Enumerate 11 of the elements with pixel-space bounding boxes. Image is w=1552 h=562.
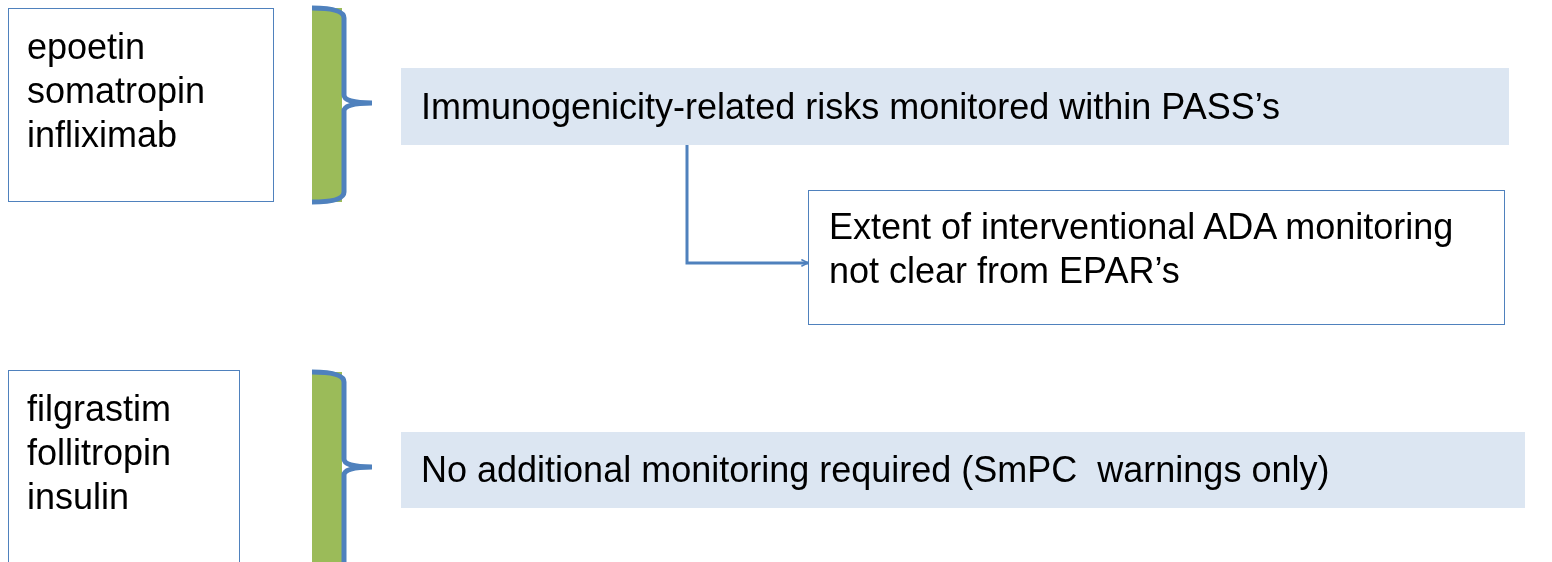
arrow <box>685 145 809 268</box>
node-text: No additional monitoring required (SmPC warnings only) <box>421 448 1330 492</box>
node-text: Immunogenicity-related risks monitored within PASS’s <box>421 84 1280 129</box>
drug-list-box <box>8 8 274 202</box>
node-text: epoetin somatropin infliximab <box>27 26 206 155</box>
node-text: Extent of interventional ADA monitoring not clear from EPAR’s <box>829 206 1454 291</box>
summary-band <box>401 68 1509 145</box>
note-box <box>808 190 1505 325</box>
node-text: filgrastim follitropin insulin <box>27 388 172 517</box>
summary-band <box>401 432 1525 508</box>
drug-list-box <box>8 370 240 562</box>
